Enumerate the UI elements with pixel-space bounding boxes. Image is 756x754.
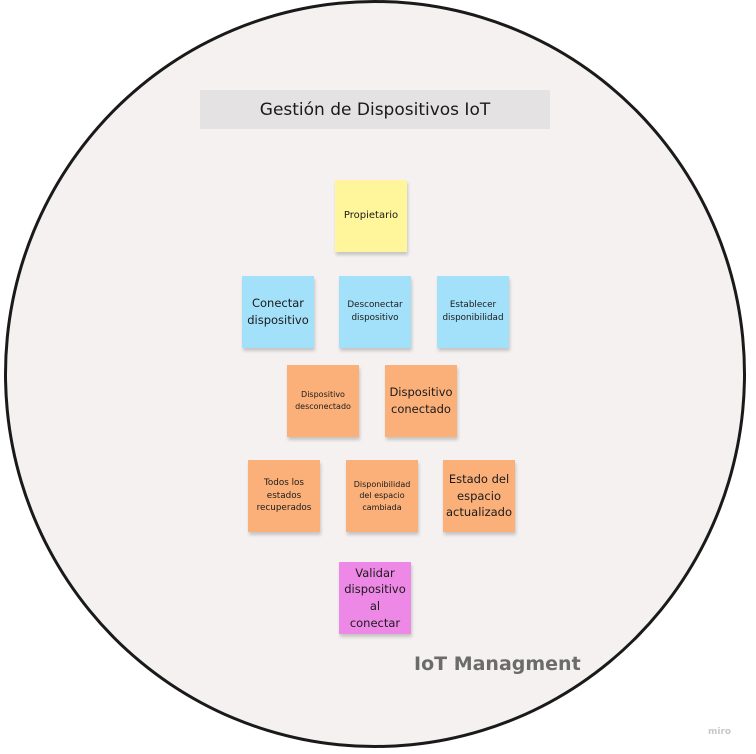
sticky-note-disponibilidad-cambiada[interactable]: Disponibilidad del espacio cambiada — [346, 460, 418, 532]
sticky-note-conectar-dispositivo[interactable]: Conectar dispositivo — [242, 276, 314, 348]
sticky-note-validar-dispositivo[interactable]: Validar dispositivo al conectar — [339, 562, 411, 634]
sticky-note-dispositivo-conectado[interactable]: Dispositivo conectado — [385, 365, 457, 437]
sticky-note-desconectar-dispositivo[interactable]: Desconectar dispositivo — [339, 276, 411, 348]
sticky-note-estado-actualizado[interactable]: Estado del espacio actualizado — [443, 460, 515, 532]
sticky-note-dispositivo-desconectado[interactable]: Dispositivo desconectado — [287, 365, 359, 437]
sticky-note-todos-estados-recuperados[interactable]: Todos los estados recuperados — [248, 460, 320, 532]
miro-watermark: miro — [708, 727, 732, 737]
board-title[interactable]: Gestión de Dispositivos IoT — [200, 90, 550, 129]
sticky-note-establecer-disponibilidad[interactable]: Establecer disponibilidad — [437, 276, 509, 348]
frame-label: IoT Managment — [414, 653, 581, 675]
sticky-note-propietario[interactable]: Propietario — [335, 180, 407, 252]
